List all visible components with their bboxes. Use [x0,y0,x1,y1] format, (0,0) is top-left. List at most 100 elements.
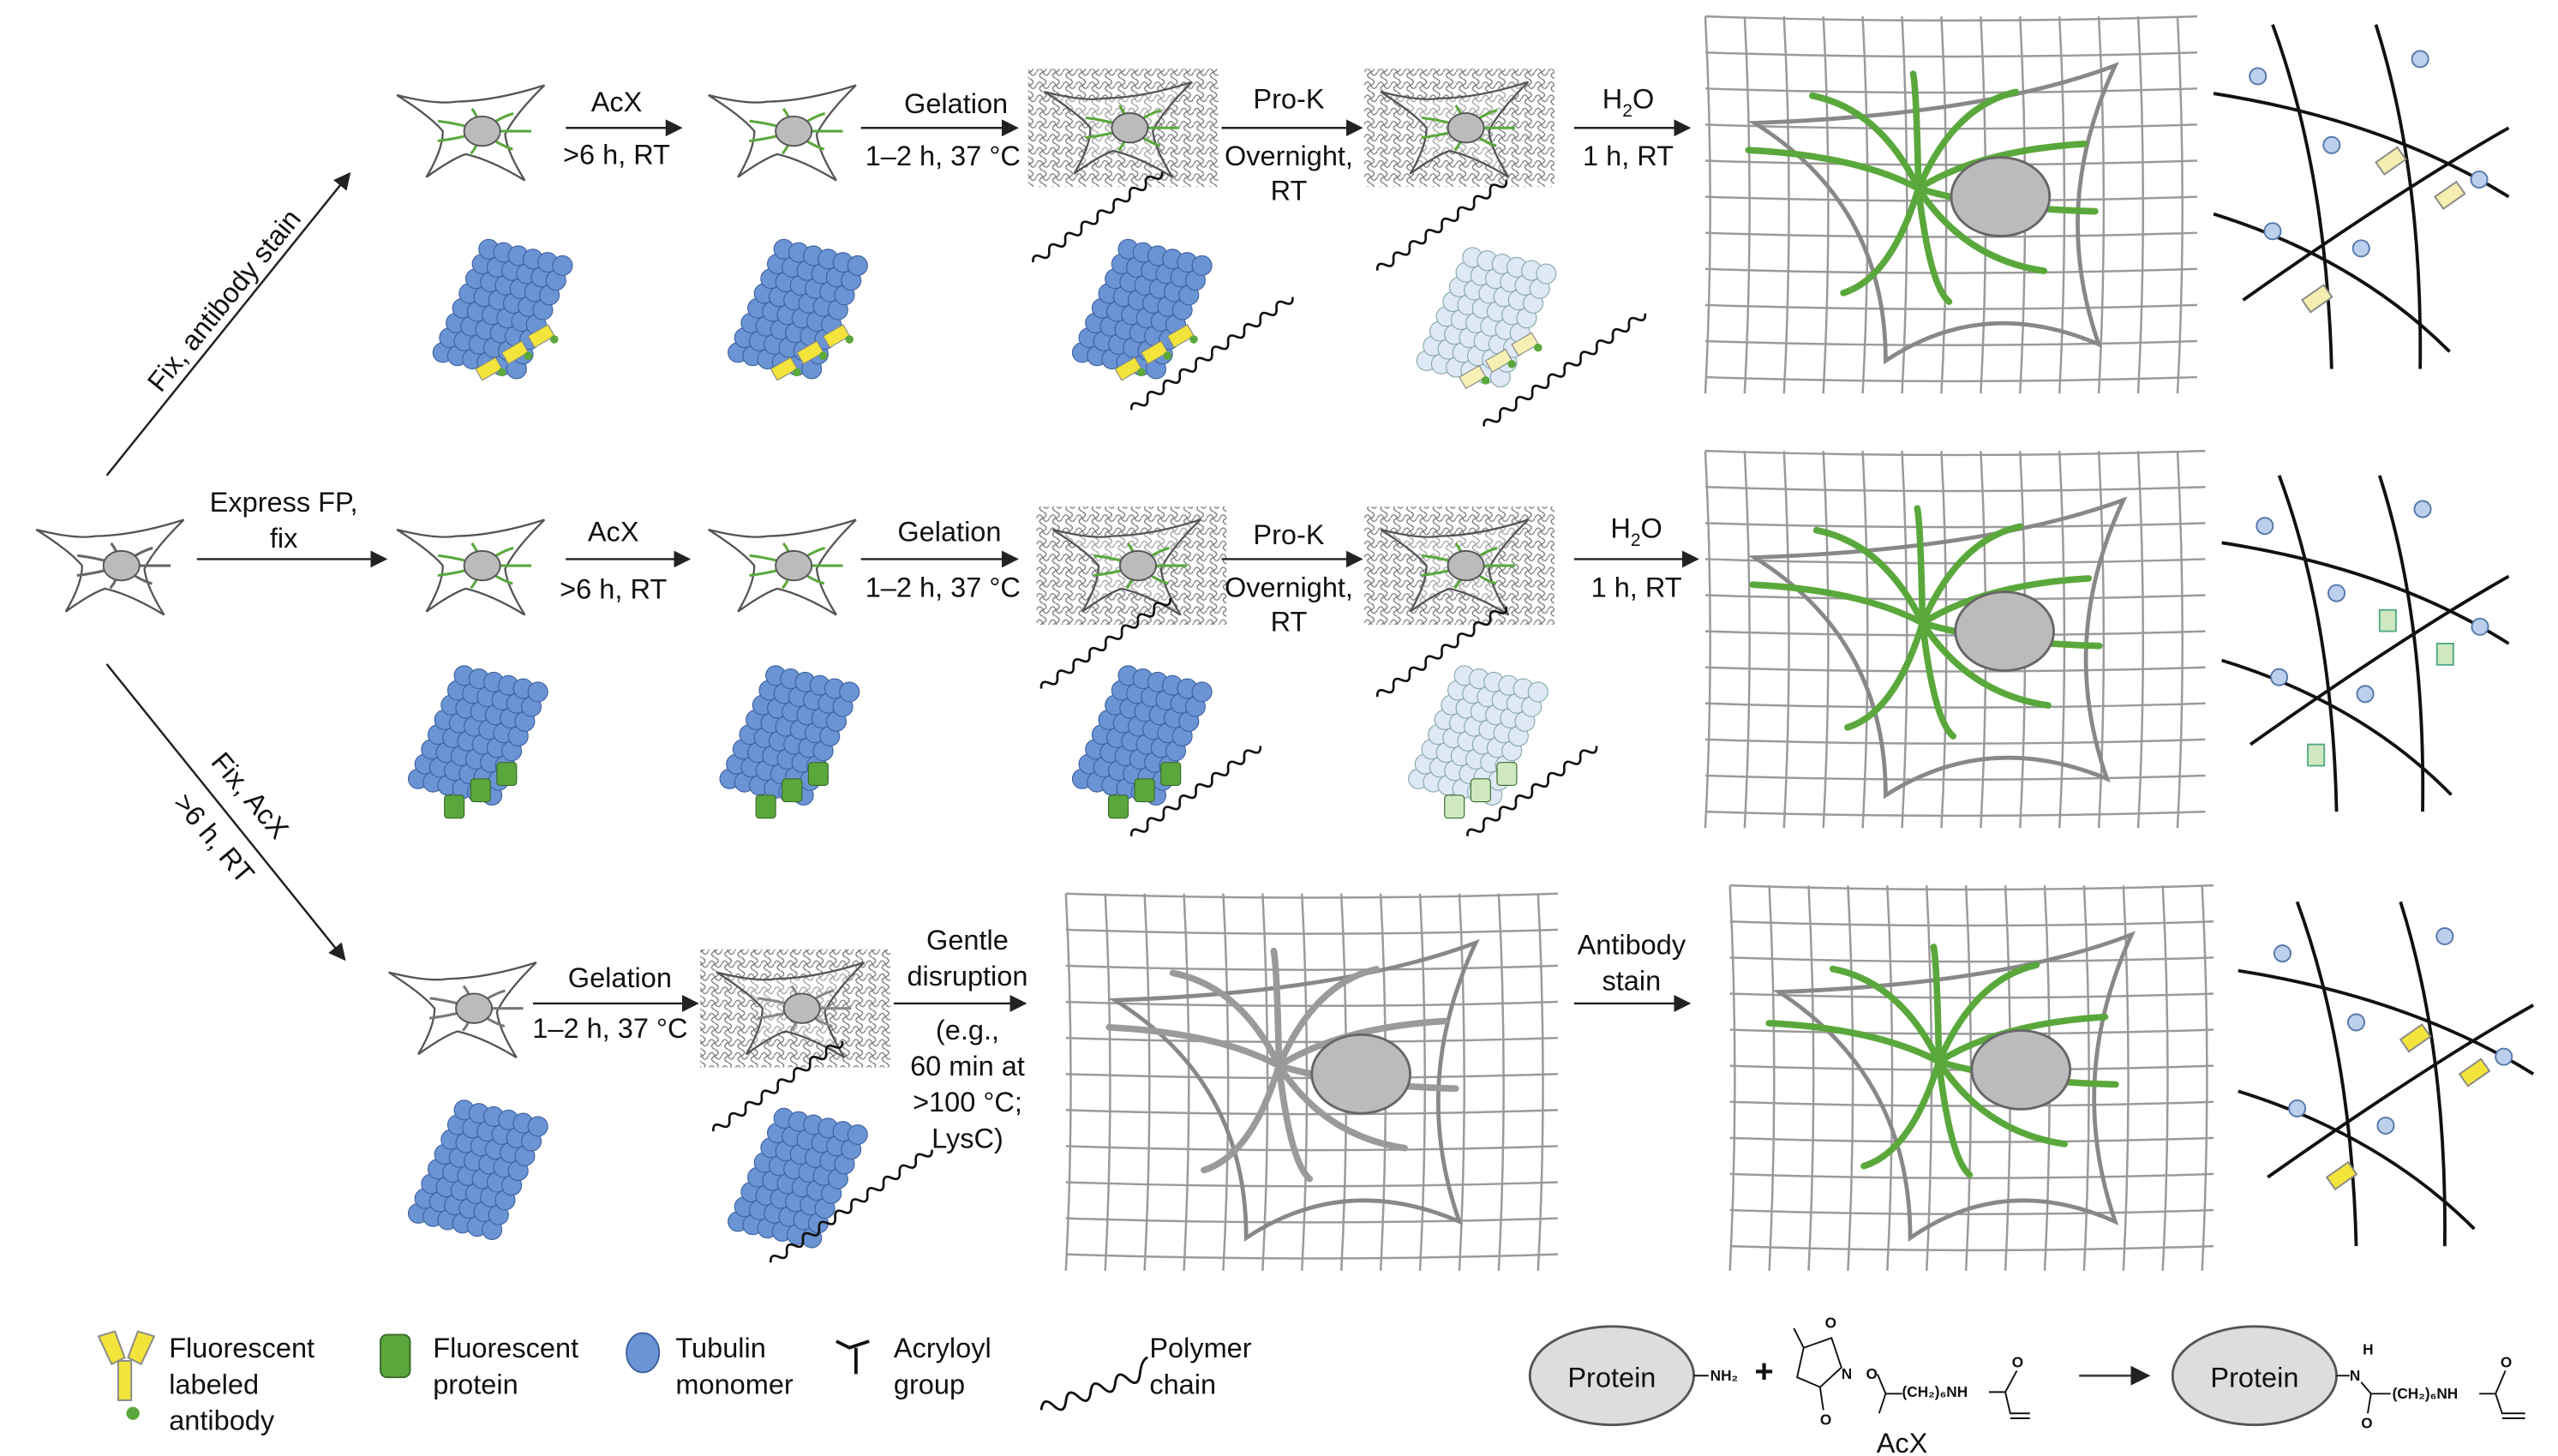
fluorescent-protein [2435,643,2454,666]
step-label: Antibody [1578,930,1686,961]
tubulin-monomer [2413,500,2432,518]
polymer-network [2238,901,2535,1247]
microtubule-fiber [1275,1062,1314,1183]
fluorescent-protein [2307,743,2326,767]
step-label: RT [1271,607,1308,638]
microtubule-model [728,1107,868,1249]
expanded-cell [1765,931,2136,1243]
microtubule-fiber [1914,185,2048,274]
grid-line [1065,1181,1558,1188]
antibody [1166,324,1195,349]
atom-label: O [2361,1414,2372,1431]
microtubule-fiber [1914,88,2020,192]
polymer-chain [1129,746,1262,836]
grid-line [1104,893,1111,1271]
grid-line [1704,375,2197,383]
microtubule-fiber [1745,147,1922,192]
acx-label: AcX [1877,1428,1928,1456]
microtubule-model [728,238,868,381]
grid-line [2161,885,2169,1271]
microtubule-model [1416,247,1557,390]
plus-sign: + [1754,1353,1773,1390]
microtubule-fiber [1105,1023,1283,1070]
grid-line [1940,16,1948,394]
expanded-cell [1747,496,2128,800]
polymer-chain [2238,968,2535,1076]
grid-line [1261,893,1269,1271]
legend-label: protein [433,1369,518,1399]
grid-line [1901,451,1908,829]
step-label: (e.g., [936,1015,999,1046]
tubulin-monomer [2288,1099,2307,1117]
polymer-network [2213,24,2510,369]
tubulin-monomer [1527,681,1549,703]
atom-label: O [1825,1315,1836,1332]
polymer-chain [1375,606,1508,698]
step-label: 1–2 h, 37 °C [866,141,1021,171]
grid-line [1822,451,1830,829]
polymer-chain [2221,658,2453,796]
grid-line [1822,16,1830,394]
antibody [2458,1058,2491,1088]
cell [700,949,891,1068]
grid-line [1704,738,2206,745]
tubulin-monomer [847,255,868,277]
tubulin-monomer [2347,1013,2366,1032]
step-label: 1 h, RT [1583,141,1674,171]
cell [1027,69,1219,188]
atom-label: H [2363,1340,2373,1357]
nucleus [1111,112,1149,144]
antibody [500,340,530,365]
fluorescent-protein [807,762,829,787]
chain-label: (CH₂)₆NH [1902,1383,1968,1400]
antibody [2399,1023,2432,1053]
grid-line [1743,16,1751,394]
step-label: 1–2 h, 37 °C [866,572,1021,602]
tubulin-monomer [2356,685,2375,704]
nucleus [1954,590,2055,672]
grid-line [1065,1217,1558,1224]
tubulin-monomer [1536,263,1557,285]
microtubule-model [1071,238,1213,381]
step-label: RT [1271,175,1308,206]
tubulin-monomer [1191,681,1213,703]
nucleus [1950,156,2052,237]
antibody-icon [97,1330,156,1366]
grid-line [1065,1145,1558,1152]
antibody [796,340,824,365]
antibody [2301,284,2333,314]
grid-line [1729,1208,2214,1216]
step-label: Gelation [904,88,1008,119]
antibody [1114,357,1142,381]
grid-line [1729,1172,2214,1179]
grid-line [1222,893,1230,1271]
protein-label: Protein [1567,1363,1656,1393]
fluorescent-protein [496,762,518,787]
atom-label: O [1820,1411,1831,1429]
step-label: Pro-K [1253,83,1324,114]
grid-line [1704,774,2206,782]
tubulin-monomer [2255,517,2274,536]
microtubule-fiber [1919,620,1957,740]
tubulin-monomer [2273,944,2291,963]
nucleus [1970,1029,2072,1111]
antibody [527,324,555,349]
microtubule-fiber [1275,966,1381,1070]
microtubule-fiber [1919,523,2023,626]
step-label: Overnight, [1225,572,1353,602]
nucleus [463,115,501,147]
antibody [2375,146,2407,176]
nucleus [1310,1033,1411,1115]
grid-line [1807,885,1815,1271]
microtubule-fiber [1844,620,1926,731]
legend-label: chain [1149,1369,1216,1399]
microtubule-fiber [1270,947,1283,1070]
tubulin-monomer [2495,1047,2513,1066]
grid-line [1704,810,2206,818]
tubulin-monomer [2470,170,2489,189]
antibody [475,357,503,381]
microtubule-fiber [1935,1058,1974,1178]
branch-label-fp: fix [270,523,298,554]
fluorescent-protein [444,794,465,819]
